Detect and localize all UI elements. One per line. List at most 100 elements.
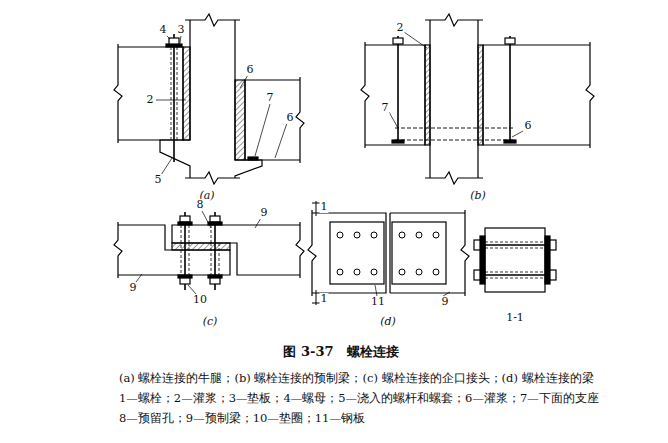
panel-d-drawing-part: [550, 270, 556, 280]
callout-number: 10: [192, 294, 208, 306]
callout-number: 9: [129, 282, 138, 294]
panel-b-drawing: [361, 14, 594, 184]
legend-line: 1—螺栓；2—灌浆；3—垫板；4—螺母；5—浇入的螺杆和螺套；6—灌浆；7—下面…: [118, 392, 600, 405]
callout-number: 5: [154, 174, 163, 186]
panel-d-drawing-part: [354, 232, 360, 238]
panel-c-drawing-part: [296, 222, 304, 278]
panel-a-drawing-part: [248, 157, 258, 160]
panel-d-drawing-part: [485, 228, 545, 292]
panel-d-drawing-part: [371, 232, 377, 238]
panel-d-drawing-part: [545, 236, 550, 284]
callout-number: 4: [159, 24, 168, 36]
panel-d-drawing-part: [480, 236, 485, 284]
panel-d-drawing-part: [461, 210, 469, 296]
panel-b-drawing-part: [505, 38, 515, 44]
panel-a-drawing-part: [114, 44, 122, 143]
panel-a-drawing-part: [245, 80, 300, 160]
panel-a-drawing-part: [183, 47, 190, 140]
panel-d-drawing-part: [474, 240, 480, 250]
section-mark: 1: [320, 293, 329, 305]
panel-d-drawing-part: [330, 222, 384, 284]
callout-number: 6: [286, 112, 295, 124]
panel-d-drawing-part: [337, 232, 343, 238]
panel-label: (b): [469, 190, 487, 202]
panel-label: (d): [379, 316, 397, 328]
panel-c-drawing-part: [210, 216, 220, 222]
panel-c-drawing-part: [178, 222, 192, 225]
panel-b-drawing-part: [504, 140, 516, 143]
callout-number: 2: [396, 22, 405, 34]
panel-a-drawing-part: [235, 80, 245, 160]
panel-d-drawing-part: [337, 269, 343, 275]
callout-number: 9: [441, 296, 450, 308]
panel-b-drawing-part: [425, 45, 430, 145]
section-label: 1-1: [505, 312, 525, 324]
panel-d-drawing-part: [399, 269, 405, 275]
callout-number: 2: [146, 94, 155, 106]
callout-number: 7: [381, 102, 390, 114]
panel-c-drawing-part: [118, 225, 230, 275]
panel-d-drawing-part: [416, 232, 422, 238]
panel-c-drawing-part: [172, 225, 300, 275]
callout-number: 9: [260, 207, 269, 219]
panel-a-drawing-part: [235, 20, 262, 178]
panel-d-drawing-part: [375, 285, 450, 296]
panel-b-drawing-part: [586, 42, 594, 148]
panel-a-drawing-part: [296, 77, 304, 163]
panel-d-drawing-part: [312, 213, 386, 293]
panel-a-drawing-part: [185, 172, 240, 184]
panel-d-drawing-part: [476, 245, 554, 275]
panel-b-drawing-part: [397, 36, 399, 140]
panel-d-drawing-part: [392, 222, 446, 284]
panel-b-drawing-part: [393, 38, 403, 44]
panel-d-drawing-part: [485, 242, 545, 278]
callout-number: 3: [177, 24, 186, 36]
panel-d-drawing-part: [371, 269, 377, 275]
panel-d-drawing-part: [354, 269, 360, 275]
panel-d-drawing-part: [474, 270, 480, 280]
panel-d-drawing-part: [390, 213, 465, 293]
panel-b-drawing-part: [395, 128, 513, 140]
panel-a-drawing: [114, 14, 304, 184]
panel-c-drawing-part: [210, 278, 220, 284]
legend-line: 8—预留孔；9—预制梁；10—垫圈；11—钢板: [118, 412, 366, 425]
panel-b-drawing-part: [361, 42, 369, 148]
section-mark: 1: [320, 201, 329, 213]
panel-b-drawing-part: [430, 20, 478, 178]
callout-number: 8: [196, 199, 205, 211]
panel-c-drawing-part: [180, 278, 190, 284]
panel-d-drawing-part: [550, 240, 556, 250]
callout-number: 11: [370, 296, 386, 308]
callout-number: 6: [524, 120, 533, 132]
panel-b-drawing-part: [365, 45, 425, 145]
panel-a-drawing-part: [185, 14, 240, 26]
panel-b-drawing-part: [425, 14, 483, 26]
figure-caption: (a) 螺栓连接的牛腿；(b) 螺栓连接的预制梁；(c) 螺栓连接的企口接头；(…: [118, 372, 595, 385]
panel-a-drawing-part: [156, 34, 287, 175]
panel-d-drawing-part: [308, 210, 316, 296]
panel-c-drawing-part: [180, 216, 190, 222]
panel-c-drawing-part: [136, 211, 261, 294]
panel-d-drawing-part: [433, 232, 439, 238]
panel-a-drawing-part: [173, 34, 175, 162]
panel-c-drawing-part: [114, 222, 122, 278]
panel-a-drawing-part: [169, 38, 179, 44]
panel-b-drawing-part: [478, 45, 483, 145]
panel-b-drawing-part: [425, 172, 483, 184]
panel-b-drawing-part: [509, 36, 511, 140]
panel-d-drawing-part: [399, 232, 405, 238]
panel-a-drawing-part: [160, 20, 190, 178]
panel-d-drawing-part: [416, 269, 422, 275]
panel-b-drawing-part: [483, 45, 590, 145]
panel-c-drawing-part: [181, 225, 219, 275]
figure-title: 图 3-37 螺栓连接: [282, 345, 399, 359]
panel-d-drawing: [308, 201, 556, 305]
panel-d-drawing-part: [433, 269, 439, 275]
callout-number: 7: [266, 92, 275, 104]
panel-b-drawing-part: [392, 140, 404, 143]
panel-b-drawing-part: [389, 32, 523, 137]
panel-label: (c): [202, 316, 219, 328]
panel-c-drawing-part: [208, 222, 222, 225]
callout-number: 6: [246, 64, 255, 76]
panel-d-drawing-part: [312, 201, 320, 305]
